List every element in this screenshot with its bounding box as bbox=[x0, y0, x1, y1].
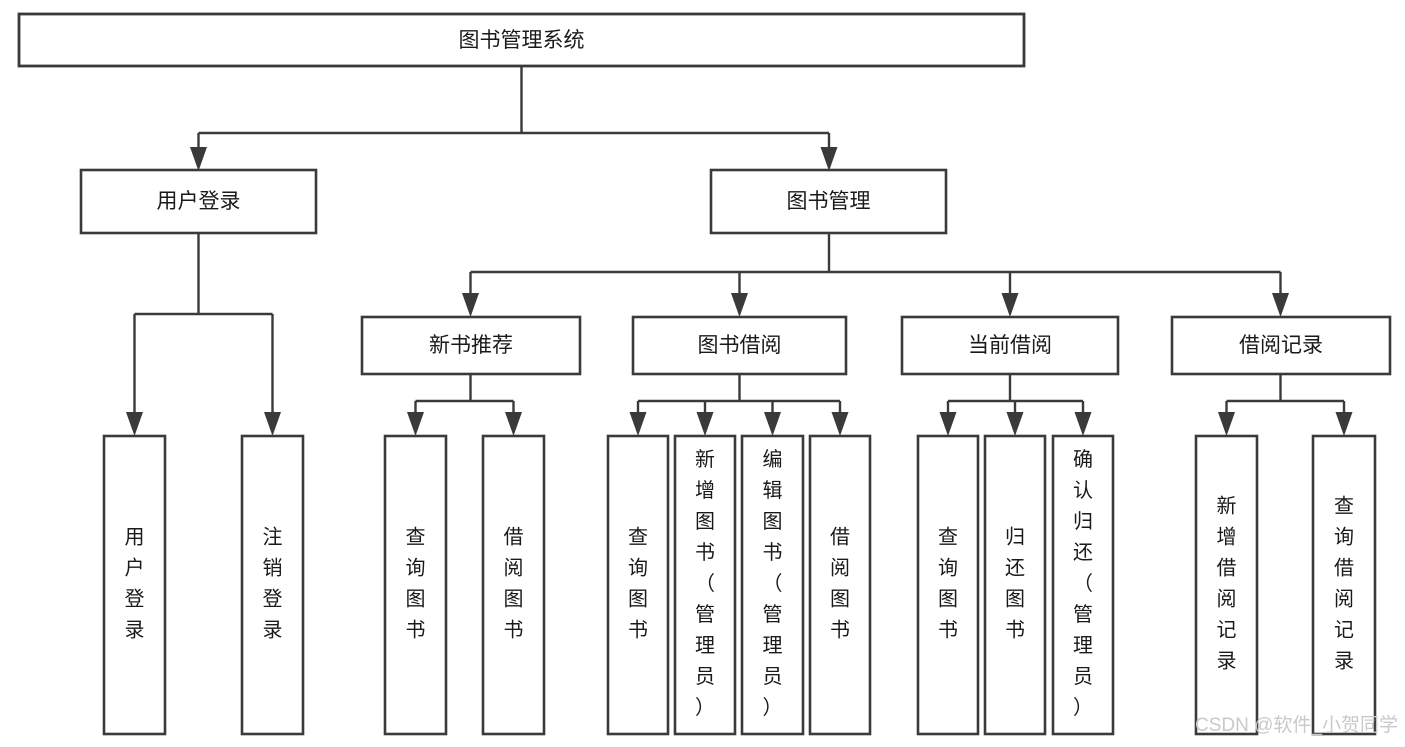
node-bookmgmt-box[interactable] bbox=[709, 168, 948, 235]
node-newbook[interactable]: 新书推荐 bbox=[360, 315, 582, 376]
node-leaf1-label: 用户登录 bbox=[125, 527, 145, 642]
node-bookmgmt[interactable]: 图书管理 bbox=[709, 168, 948, 235]
node-leaf8-box[interactable] bbox=[808, 434, 872, 736]
node-leaf5[interactable]: 查询图书 bbox=[606, 434, 670, 736]
node-leaf11-label: 确认归还（管理员） bbox=[1073, 448, 1093, 719]
node-leaf10-label: 归还图书 bbox=[1005, 526, 1025, 642]
arrowhead-bookmgmt bbox=[820, 147, 838, 171]
node-leaf5-label: 查询图书 bbox=[628, 526, 648, 642]
node-leaf13-label: 查询借阅记录 bbox=[1334, 495, 1354, 673]
node-leaf3[interactable]: 查询图书 bbox=[383, 434, 448, 736]
node-root-box[interactable] bbox=[17, 12, 1026, 68]
node-borrow-label: 图书借阅 bbox=[698, 334, 782, 357]
node-leaf1-box[interactable] bbox=[102, 434, 167, 736]
node-leaf8[interactable]: 借阅图书 bbox=[808, 434, 872, 736]
node-leaf12[interactable]: 新增借阅记录 bbox=[1194, 434, 1259, 736]
arrowhead-newbook bbox=[462, 293, 479, 317]
node-leaf6[interactable]: 新增图书（管理员） bbox=[673, 434, 737, 736]
node-leaf12-label: 新增借阅记录 bbox=[1217, 495, 1237, 673]
node-borrow[interactable]: 图书借阅 bbox=[631, 315, 848, 376]
node-leaf3-label: 查询图书 bbox=[406, 526, 426, 642]
node-leaf9-box[interactable] bbox=[916, 434, 980, 736]
node-leaf9-label: 查询图书 bbox=[938, 526, 958, 642]
arrowhead-leaf4 bbox=[505, 412, 522, 436]
node-leaf6-label: 新增图书（管理员） bbox=[695, 448, 715, 719]
node-leaf4-label: 借阅图书 bbox=[504, 526, 524, 642]
node-login-box[interactable] bbox=[79, 168, 318, 235]
node-leaf10[interactable]: 归还图书 bbox=[983, 434, 1047, 736]
arrowhead-leaf5 bbox=[629, 412, 647, 436]
arrowhead-leaf12 bbox=[1218, 412, 1235, 436]
node-leaf2-box[interactable] bbox=[240, 434, 305, 736]
arrowhead-borrow bbox=[731, 293, 748, 317]
node-leaf7-box[interactable] bbox=[740, 434, 805, 736]
node-root[interactable]: 图书管理系统 bbox=[17, 12, 1026, 68]
node-current[interactable]: 当前借阅 bbox=[900, 315, 1120, 376]
node-leaf11[interactable]: 确认归还（管理员） bbox=[1051, 434, 1115, 736]
arrowhead-leaf10 bbox=[1006, 412, 1024, 436]
node-records[interactable]: 借阅记录 bbox=[1170, 315, 1392, 376]
node-leaf8-label: 借阅图书 bbox=[830, 526, 850, 642]
arrowhead-login bbox=[190, 147, 207, 171]
node-root-label: 图书管理系统 bbox=[459, 29, 585, 52]
csdn-watermark: CSDN @软件_小贺同学 bbox=[1195, 714, 1398, 736]
arrowhead-leaf1 bbox=[126, 412, 143, 436]
node-records-box[interactable] bbox=[1170, 315, 1392, 376]
node-newbook-label: 新书推荐 bbox=[429, 334, 513, 357]
connector-layer bbox=[126, 66, 1353, 436]
node-bookmgmt-label: 图书管理 bbox=[787, 190, 871, 213]
node-leaf1[interactable]: 用户登录 bbox=[102, 434, 167, 736]
node-leaf10-box[interactable] bbox=[983, 434, 1047, 736]
arrowhead-leaf9 bbox=[939, 412, 957, 436]
leaf-nodes-layer: 用户登录 注销登录 查询图书 借阅图书 查询图书 新增图书（管理员） bbox=[102, 434, 1377, 736]
node-leaf6-box[interactable] bbox=[673, 434, 737, 736]
node-records-label: 借阅记录 bbox=[1239, 334, 1323, 357]
node-leaf5-box[interactable] bbox=[606, 434, 670, 736]
node-leaf11-box[interactable] bbox=[1051, 434, 1115, 736]
node-current-label: 当前借阅 bbox=[968, 334, 1052, 357]
node-leaf9[interactable]: 查询图书 bbox=[916, 434, 980, 736]
node-leaf3-box[interactable] bbox=[383, 434, 448, 736]
arrowhead-records bbox=[1272, 293, 1289, 317]
node-login-label: 用户登录 bbox=[157, 190, 241, 213]
arrowhead-leaf13 bbox=[1335, 412, 1353, 436]
node-leaf7-label: 编辑图书（管理员） bbox=[763, 448, 783, 719]
node-leaf13[interactable]: 查询借阅记录 bbox=[1311, 434, 1377, 736]
node-leaf13-box[interactable] bbox=[1311, 434, 1377, 736]
arrowhead-leaf7 bbox=[764, 412, 781, 436]
node-leaf12-box[interactable] bbox=[1194, 434, 1259, 736]
node-leaf2[interactable]: 注销登录 bbox=[240, 434, 305, 736]
node-leaf2-label: 注销登录 bbox=[263, 526, 283, 642]
node-login[interactable]: 用户登录 bbox=[79, 168, 318, 235]
arrowhead-leaf6 bbox=[696, 412, 714, 436]
arrowhead-current bbox=[1001, 293, 1019, 317]
node-borrow-box[interactable] bbox=[631, 315, 848, 376]
arrowhead-leaf11 bbox=[1074, 412, 1092, 436]
node-leaf4-box[interactable] bbox=[481, 434, 546, 736]
node-newbook-box[interactable] bbox=[360, 315, 582, 376]
node-current-box[interactable] bbox=[900, 315, 1120, 376]
node-leaf4[interactable]: 借阅图书 bbox=[481, 434, 546, 736]
node-leaf7[interactable]: 编辑图书（管理员） bbox=[740, 434, 805, 736]
arrowhead-leaf8 bbox=[831, 412, 849, 436]
arrowhead-leaf3 bbox=[407, 412, 424, 436]
arrowhead-leaf2 bbox=[264, 412, 281, 436]
